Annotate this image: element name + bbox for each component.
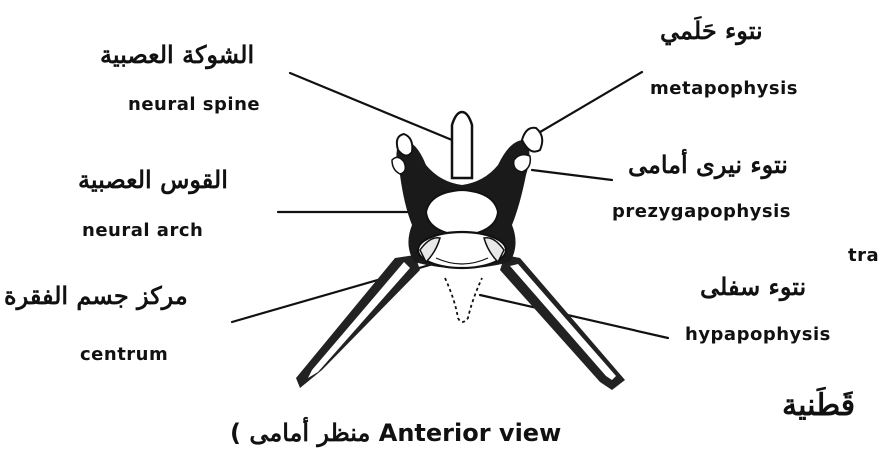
caption-open-paren: ( <box>230 419 241 447</box>
label-hypapophysis-arabic: نتوء سفلى <box>700 272 806 301</box>
hypapophysis-shape <box>445 278 482 322</box>
label-neural-arch-arabic: القوس العصبية <box>78 165 228 194</box>
prezygapophysis-right <box>514 155 531 172</box>
margin-arabic-word: قَطَنية <box>782 388 855 423</box>
margin-fragment-tra: tra <box>848 245 879 266</box>
label-neural-spine-english: neural spine <box>128 94 260 115</box>
neural-spine-shape <box>452 112 472 178</box>
caption-arabic: منظر أمامى <box>249 418 370 447</box>
transverse-process-left <box>296 255 420 388</box>
centrum-shape <box>418 232 506 268</box>
label-metapophysis-arabic: نتوء حَلَمي <box>660 16 763 45</box>
figure-caption: ( منظر أمامى Anterior view <box>230 418 561 447</box>
label-centrum-english: centrum <box>80 344 168 365</box>
leader-metapophysis <box>535 72 642 135</box>
label-hypapophysis-english: hypapophysis <box>685 324 831 345</box>
neural-canal <box>426 190 498 236</box>
label-neural-spine-arabic: الشوكة العصبية <box>100 40 254 69</box>
label-neural-arch-english: neural arch <box>82 220 203 241</box>
label-prezygapophysis-arabic: نتوء نيرى أمامى <box>628 150 788 179</box>
label-prezygapophysis-english: prezygapophysis <box>612 201 791 222</box>
label-metapophysis-english: metapophysis <box>650 78 798 99</box>
caption-english: Anterior view <box>379 419 561 447</box>
label-centrum-arabic: مركز جسم الفقرة <box>4 281 188 310</box>
leader-prezygapophysis <box>532 170 612 180</box>
transverse-process-right <box>500 255 625 390</box>
metapophysis-left <box>397 134 412 156</box>
leader-neural-spine <box>290 73 452 140</box>
